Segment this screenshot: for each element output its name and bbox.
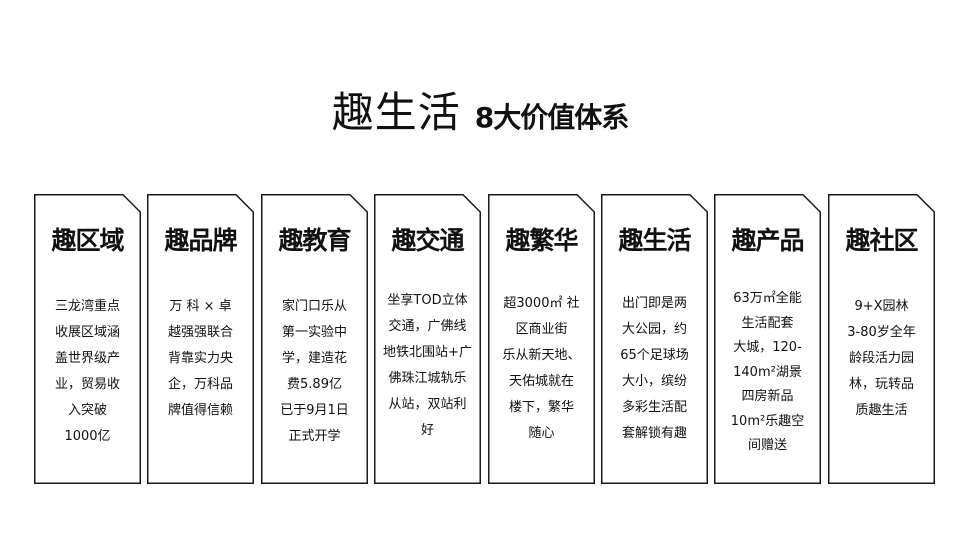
card-line: 收展区域涵	[54, 325, 120, 340]
card-line: 1000亿	[64, 429, 111, 444]
card-line: 10m²乐趣空	[730, 413, 805, 429]
card-line: 坐享TOD立体	[387, 293, 468, 308]
card-line: 业，贸易收	[54, 377, 120, 392]
card-line: 盖世界级产	[54, 351, 120, 366]
card-line: 第一实验中	[281, 325, 347, 340]
card-prosperity: 趣繁华 超3000㎡ 社 区商业街 乐从新天地、 天佑城就在 楼下，繁华 随心	[488, 194, 595, 484]
card-line: 间赠送	[747, 438, 787, 453]
card-line: 龄段活力园	[848, 351, 914, 366]
card-line: 正式开学	[288, 429, 341, 444]
card-line: 背靠实力央	[167, 351, 233, 366]
card-body: 超3000㎡ 社 区商业街 乐从新天地、 天佑城就在 楼下，繁华 随心	[488, 291, 595, 447]
card-line: 质趣生活	[855, 403, 908, 418]
card-heading: 趣教育	[278, 226, 351, 255]
card-heading: 趣交通	[391, 226, 464, 255]
card-line: 套解锁有趣	[621, 426, 687, 441]
card-line: 家门口乐从	[281, 299, 347, 314]
card-line: 随心	[528, 426, 555, 441]
card-line: 越强强联合	[167, 325, 233, 340]
card-line: 生活配套	[741, 315, 794, 331]
card-line: 区商业街	[515, 322, 568, 337]
card-body: 家门口乐从 第一实验中 学，建造花 费5.89亿 已于9月1日 正式开学	[261, 294, 368, 450]
card-brand: 趣品牌 万 科 × 卓 越强强联合 背靠实力央 企，万科品 牌值得信赖	[147, 194, 254, 484]
card-line: 学，建造花	[281, 351, 347, 366]
card-line: 楼下，繁华	[508, 400, 574, 415]
card-line: 四房新品	[741, 389, 794, 404]
card-body: 坐享TOD立体 交通，广佛线 地铁北围站+广 佛珠江城轨乐 从站，双站利 好	[374, 288, 481, 444]
card-line: 9+X园林	[854, 299, 909, 314]
card-heading: 趣产品	[731, 226, 804, 255]
card-frame	[488, 194, 595, 484]
card-transport: 趣交通 坐享TOD立体 交通，广佛线 地铁北围站+广 佛珠江城轨乐 从站，双站利…	[374, 194, 481, 484]
card-line: 三龙湾重点	[54, 299, 120, 314]
card-line: 大小，缤纷	[621, 374, 687, 389]
card-heading: 趣生活	[618, 226, 691, 255]
card-line: 林，玩转品	[848, 377, 914, 392]
value-cards: 趣区域 三龙湾重点 收展区域涵 盖世界级产 业，贸易收 入突破 1000亿 趣品…	[34, 194, 936, 484]
card-heading: 趣区域	[51, 226, 124, 255]
card-line: 佛珠江城轨乐	[388, 371, 467, 386]
card-frame	[714, 194, 821, 484]
card-line: 140m²湖景	[733, 364, 802, 380]
card-frame	[34, 194, 141, 484]
card-line: 交通，广佛线	[388, 319, 467, 334]
card-product: 趣产品 63万㎡全能 生活配套 大城，120- 140m²湖景 四房新品 10m…	[714, 194, 821, 484]
card-frame	[601, 194, 708, 484]
card-line: 大公园，约	[621, 322, 687, 337]
card-lifestyle: 趣生活 出门即是两 大公园，约 65个足球场 大小，缤纷 多彩生活配 套解锁有趣	[601, 194, 708, 484]
card-line: 万 科 × 卓	[169, 299, 232, 314]
card-line: 63万㎡全能	[733, 291, 802, 306]
card-body: 出门即是两 大公园，约 65个足球场 大小，缤纷 多彩生活配 套解锁有趣	[601, 291, 708, 447]
card-frame	[261, 194, 368, 484]
card-line: 超3000㎡ 社	[503, 296, 580, 311]
card-frame	[374, 194, 481, 484]
card-line: 3-80岁全年	[847, 325, 916, 340]
card-line: 牌值得信赖	[167, 403, 233, 418]
card-frame	[147, 194, 254, 484]
card-heading: 趣繁华	[505, 226, 578, 255]
card-line: 乐从新天地、	[502, 348, 581, 363]
card-body: 9+X园林 3-80岁全年 龄段活力园 林，玩转品 质趣生活	[828, 294, 935, 424]
card-line: 费5.89亿	[287, 377, 342, 392]
card-region: 趣区域 三龙湾重点 收展区域涵 盖世界级产 业，贸易收 入突破 1000亿	[34, 194, 141, 484]
title-main: 趣生活	[331, 88, 461, 137]
card-line: 天佑城就在	[508, 374, 574, 389]
card-line: 从站，双站利	[388, 397, 467, 412]
card-frame	[828, 194, 935, 484]
card-line: 好	[420, 423, 434, 438]
card-line: 已于9月1日	[280, 403, 349, 418]
card-line: 出门即是两	[621, 296, 687, 311]
title-sub: 8大价值体系	[474, 101, 629, 134]
card-line: 65个足球场	[620, 348, 689, 363]
card-line: 大城，120-	[733, 340, 802, 355]
card-education: 趣教育 家门口乐从 第一实验中 学，建造花 费5.89亿 已于9月1日 正式开学	[261, 194, 368, 484]
card-body: 63万㎡全能 生活配套 大城，120- 140m²湖景 四房新品 10m²乐趣空…	[714, 287, 821, 459]
card-community: 趣社区 9+X园林 3-80岁全年 龄段活力园 林，玩转品 质趣生活	[828, 194, 935, 484]
card-heading: 趣社区	[845, 226, 918, 255]
card-body: 三龙湾重点 收展区域涵 盖世界级产 业，贸易收 入突破 1000亿	[34, 294, 141, 450]
card-line: 入突破	[67, 403, 107, 418]
card-body: 万 科 × 卓 越强强联合 背靠实力央 企，万科品 牌值得信赖	[147, 294, 254, 424]
card-line: 多彩生活配	[621, 400, 687, 415]
card-heading: 趣品牌	[164, 226, 237, 255]
card-line: 地铁北围站+广	[383, 345, 472, 360]
card-line: 企，万科品	[167, 377, 233, 392]
